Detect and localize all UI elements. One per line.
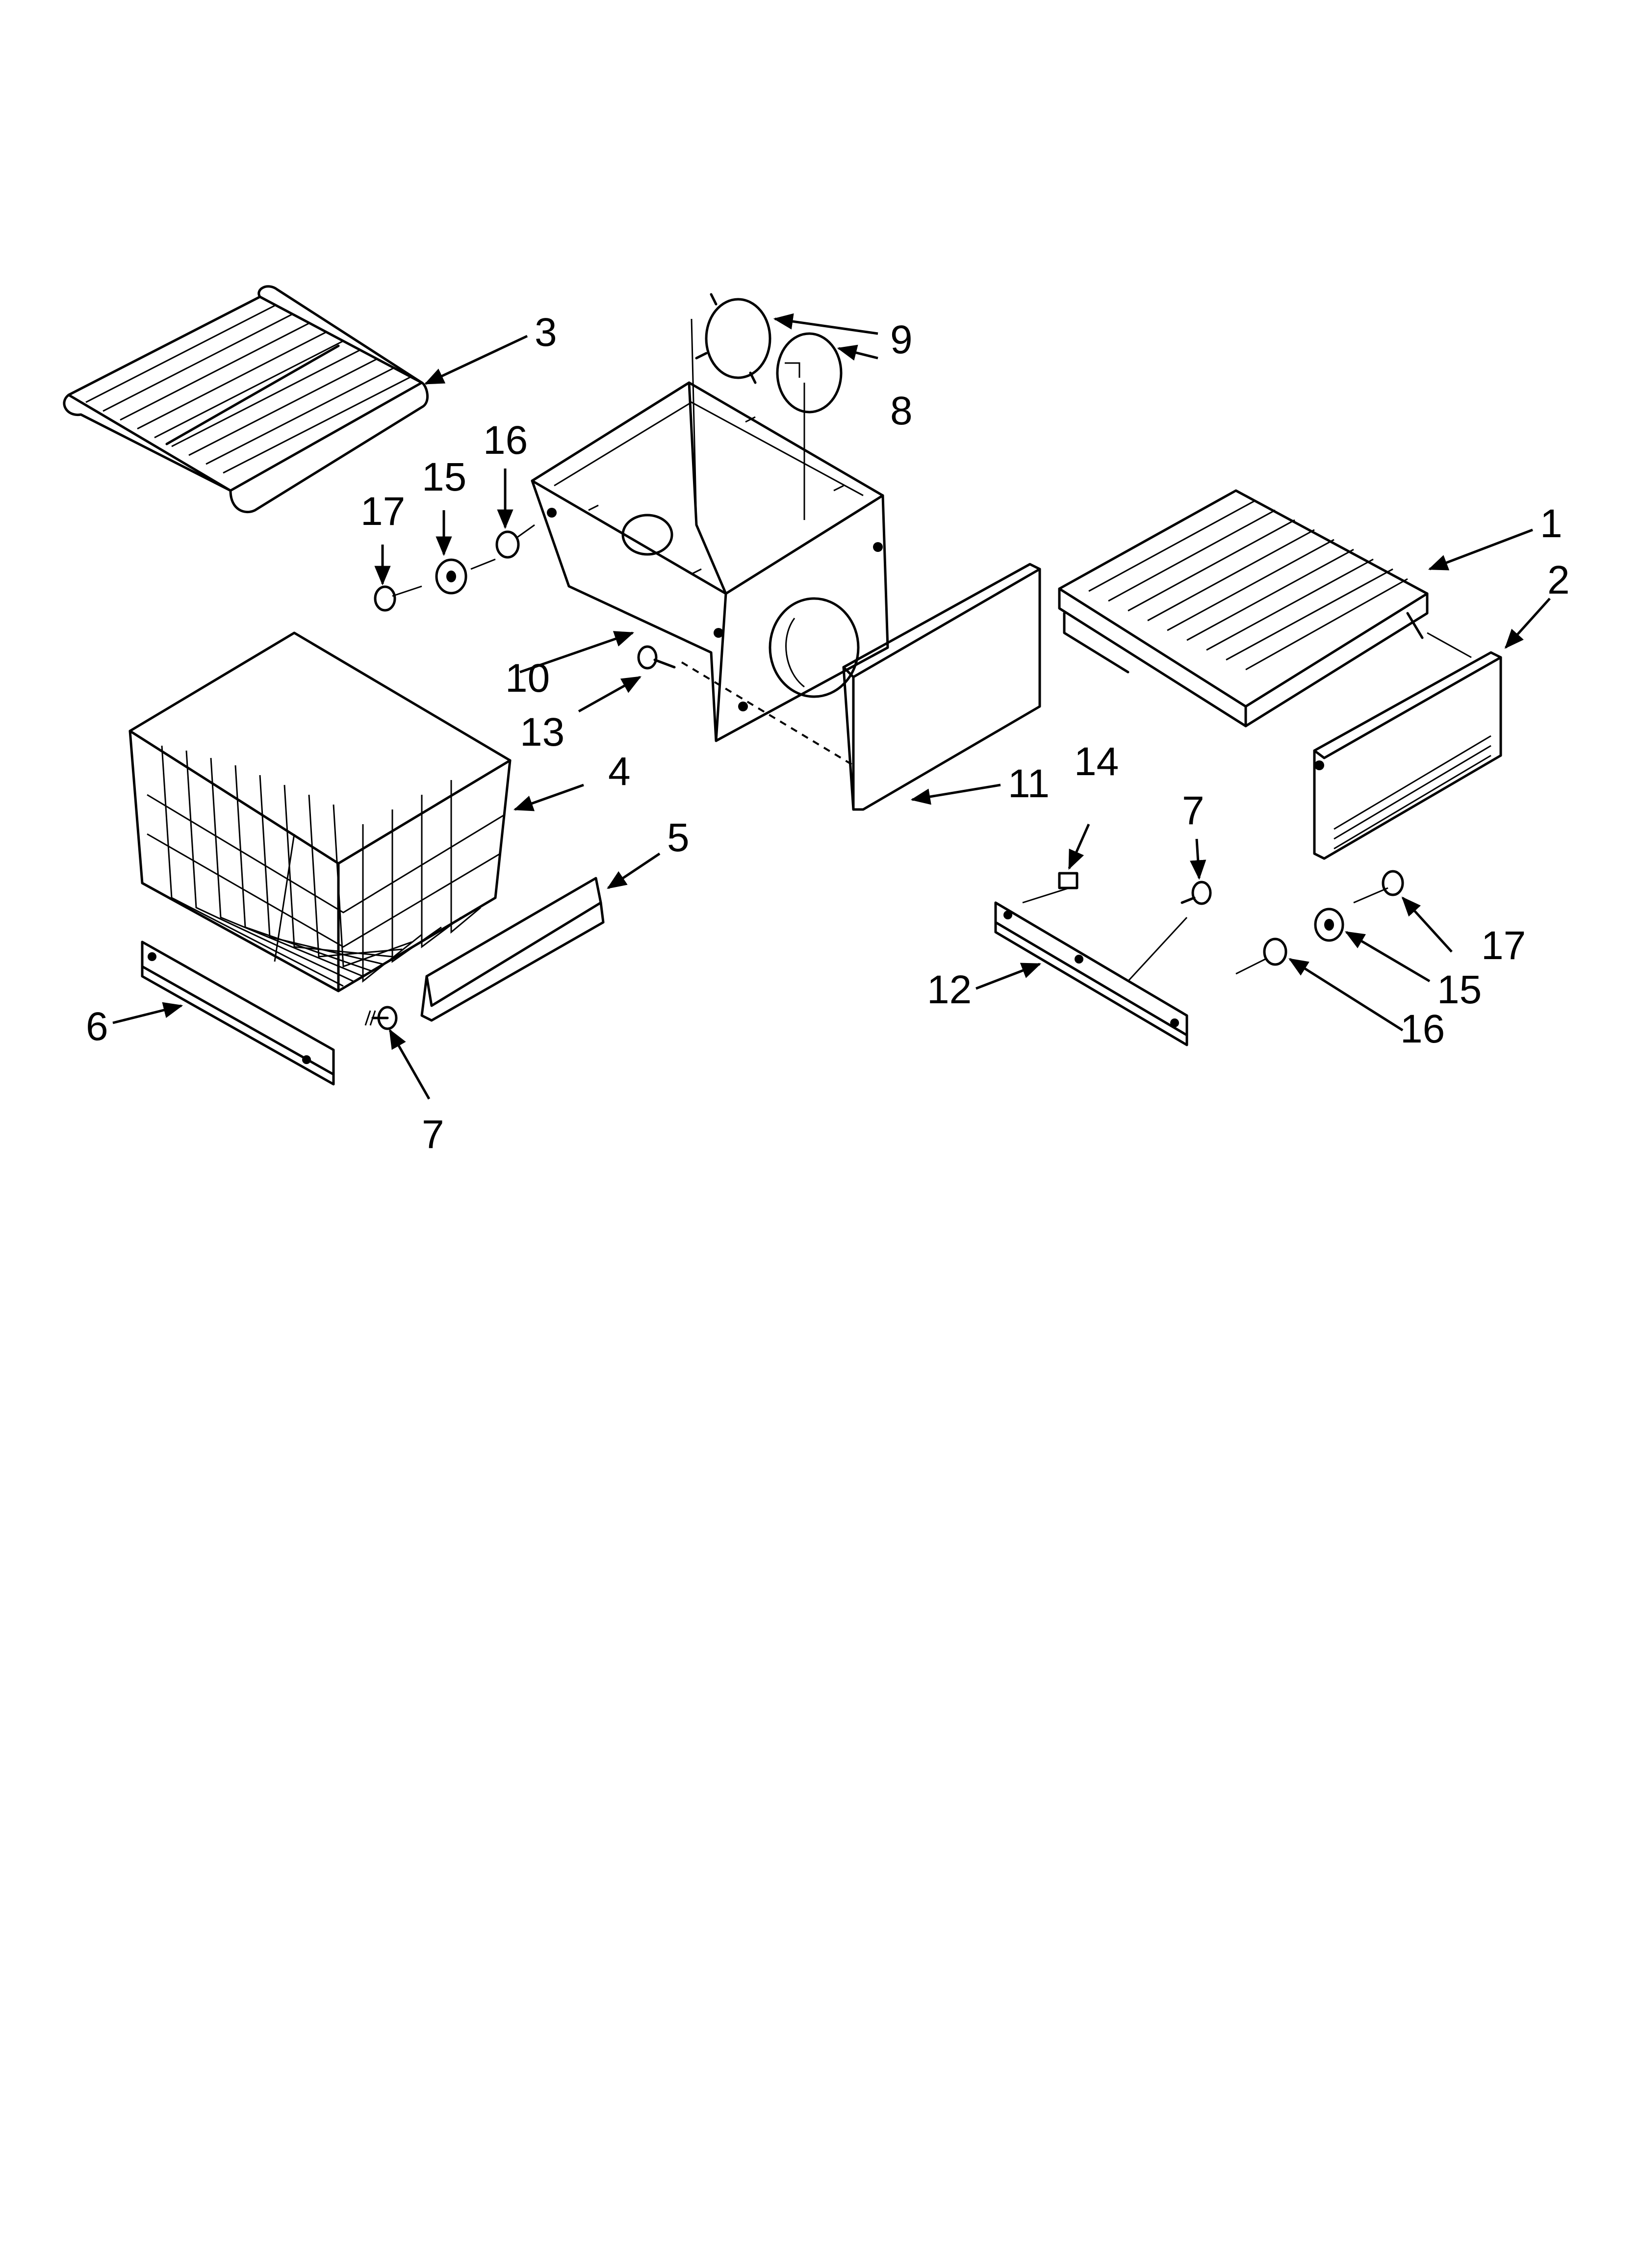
callout-17-right: 17 [1481, 923, 1526, 968]
callout-11: 11 [1008, 761, 1050, 806]
clip-part-14 [1058, 872, 1078, 889]
roller-part-15-left [435, 558, 467, 595]
guide-line-9 [691, 318, 697, 525]
rail-part-12 [994, 887, 1188, 1046]
screw-part-13 [637, 645, 676, 670]
leader-arrows [112, 313, 1551, 1100]
callout-1: 1 [1540, 501, 1563, 546]
callout-labels: 1 2 3 4 5 6 7 7 8 9 10 11 12 13 14 15 15… [86, 310, 1570, 1157]
callout-7-right: 7 [1182, 788, 1205, 833]
crisper-housing [531, 381, 889, 742]
damper-part-9 [695, 293, 771, 384]
damper-part-8 [776, 332, 843, 414]
callout-13: 13 [520, 710, 564, 755]
slide-rail-part-5 [420, 877, 605, 1022]
crisper-guide-line [1427, 632, 1472, 658]
screw-part-17-right [1382, 870, 1404, 896]
callout-8: 8 [890, 389, 913, 433]
roller-part-15-right [1314, 908, 1344, 942]
callout-3: 3 [535, 310, 557, 355]
wire-basket-part-4 [128, 631, 512, 992]
callout-7-left: 7 [422, 1112, 444, 1157]
callout-4: 4 [608, 749, 631, 794]
callout-12: 12 [927, 967, 972, 1012]
bushing-part-16-right [1263, 938, 1287, 966]
bushing-part-16-left [495, 530, 520, 559]
crisper-cover-part-1 [1058, 489, 1429, 728]
rail-part-6 [141, 940, 335, 1086]
front-panel-part-11 [842, 563, 1041, 811]
callout-16-left: 16 [483, 418, 528, 463]
callout-16-right: 16 [1400, 1007, 1445, 1051]
crisper-front-part-2 [1313, 651, 1502, 860]
assembly-dash-line [681, 661, 854, 766]
callout-10: 10 [505, 656, 550, 701]
roller-assembly-right [1235, 870, 1404, 975]
screw-part-17-left [374, 585, 396, 612]
callout-5: 5 [667, 815, 690, 860]
callout-15-right: 15 [1437, 967, 1482, 1012]
screw-part-7-right [1180, 881, 1212, 905]
screw-part-7-left [364, 1006, 398, 1030]
roller-assembly-left [374, 524, 535, 612]
callout-6: 6 [86, 1004, 108, 1049]
callout-9: 9 [890, 317, 913, 362]
callout-17-left: 17 [360, 489, 405, 534]
wire-shelf-part-3 [63, 285, 429, 514]
callout-14: 14 [1074, 739, 1119, 784]
callout-15-left: 15 [422, 455, 466, 499]
callout-2: 2 [1547, 558, 1570, 602]
